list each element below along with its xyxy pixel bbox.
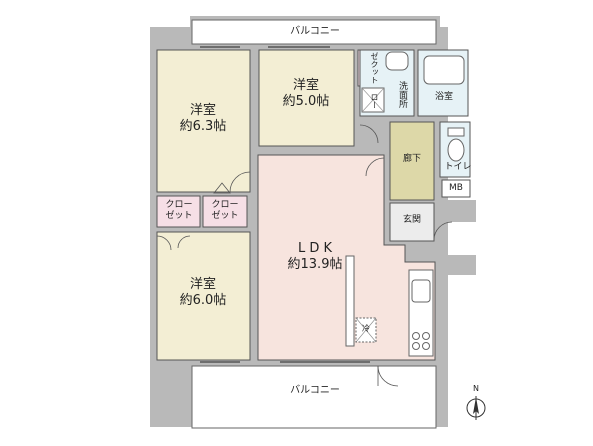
balcony-top-label: バルコニー (290, 26, 340, 37)
toilet-bowl (447, 138, 465, 162)
compass (466, 396, 486, 420)
western-c-name: 洋室 (189, 277, 216, 292)
room-closet-1 (156, 195, 201, 228)
ldk-name: L D K (297, 241, 333, 256)
room-western-b (258, 49, 355, 147)
stove-burners (412, 332, 430, 350)
ldk-size: 約13.9帖 (287, 257, 343, 272)
closet-1-line2: ゼット (165, 211, 193, 221)
entrance-label: 玄関 (402, 215, 421, 225)
room-mb (441, 179, 471, 198)
counter-partition (345, 255, 355, 347)
western-c-size: 約6.0帖 (179, 293, 227, 308)
room-entrance (389, 202, 435, 242)
hallway-label: 廊下 (402, 154, 421, 164)
closet-1-line1: クロー (165, 200, 193, 210)
western-a-name: 洋室 (189, 103, 216, 118)
room-closet-2 (202, 195, 248, 228)
fridge-label: 冷 (362, 324, 370, 333)
washbasin (385, 51, 409, 71)
toilet-label: トイレ (444, 162, 472, 172)
closet-2-line2: ゼット (211, 211, 239, 221)
closet-2-line1: クロー (211, 200, 239, 210)
room-western-c (156, 231, 251, 361)
mb-label: MB (449, 183, 463, 193)
balcony-bottom (191, 365, 437, 429)
washroom-label: 洗面所 (397, 80, 407, 108)
windows (200, 46, 370, 363)
compass-north-label: N (473, 384, 479, 393)
western-a-size: 約6.3帖 (179, 119, 227, 134)
room-western-a (156, 49, 251, 193)
bathtub (423, 55, 465, 85)
bathroom-label: 浴室 (434, 92, 453, 102)
balcony-bottom-label: バルコニー (290, 385, 340, 396)
western-b-name: 洋室 (292, 78, 319, 93)
room-hallway (389, 121, 435, 201)
western-b-size: 約5.0帖 (282, 94, 330, 109)
door-swings (156, 124, 453, 387)
closet-small-label: ゼクット ロー (370, 52, 379, 109)
kitchen-sink (411, 279, 431, 303)
balcony-top (191, 19, 437, 45)
